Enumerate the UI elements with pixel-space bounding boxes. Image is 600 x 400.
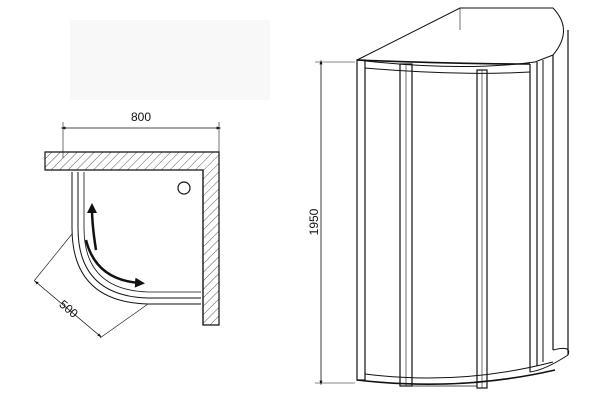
width-dimension: 800 (60, 110, 222, 158)
plan-view: 800 500 (33, 20, 270, 339)
enclosure-frame (356, 30, 570, 389)
top-rail (356, 59, 531, 74)
width-dimension-label: 800 (131, 110, 151, 124)
watermark-ghost (70, 20, 270, 100)
front-view: 1950 (307, 7, 570, 389)
height-dimension-label: 1950 (307, 208, 321, 235)
bottom-rail (356, 354, 569, 387)
height-dimension: 1950 (307, 59, 355, 386)
door-dimension-label: 500 (56, 297, 81, 321)
door-dimension: 500 (33, 233, 149, 339)
wall-hatching (44, 151, 220, 326)
enclosure-top (356, 7, 564, 68)
shower-tray (71, 172, 201, 305)
drain-icon (177, 181, 191, 195)
sliding-arrows (84, 203, 145, 288)
